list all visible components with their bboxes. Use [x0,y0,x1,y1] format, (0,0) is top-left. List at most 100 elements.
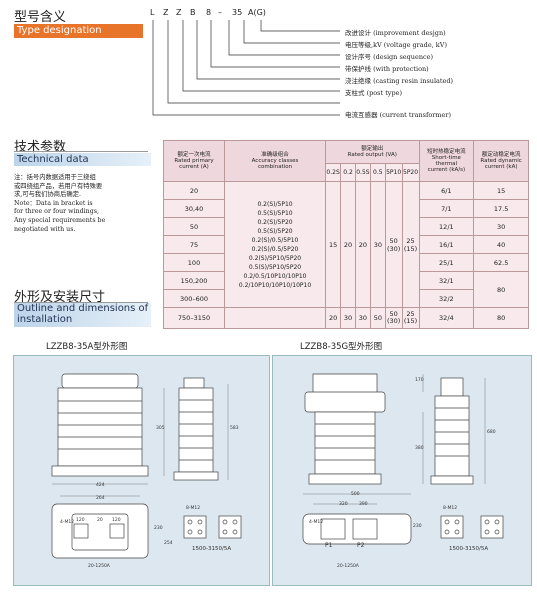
note-zh-2: 或四绕组产品，若用户有特殊要 [14,182,103,190]
right-dim-height-a: 170 [415,378,424,383]
right-outline-drawing [302,373,504,545]
thermal-value: 6/1 [418,181,475,200]
left-dim-height-b: 583 [230,426,239,431]
right-dim-width-b: 320 [339,502,348,507]
meaning-voltage: 电压等级,kV (voltage grade, kV) [345,41,447,49]
output-value: 30 [340,307,356,329]
output-value: 20 [325,307,342,329]
output-class: 5P10 [384,163,403,182]
output-value: 25 (15) [401,307,420,329]
primary-current: 750–3150 [162,307,226,329]
right-range-low: 20-1250A [337,564,359,569]
code-z2: Z [176,8,182,17]
model-title-zh: 型号含义 [14,10,67,25]
spec-table: 额定一次电流 Rated primary current (A) 准确级组合 A… [162,140,529,329]
meaning-post: 支柱式 (post type) [345,89,403,97]
right-figure-panel: 500 320 390 170 380 680 230 P1 P2 4-M12 … [272,355,532,586]
code-b: B [190,8,196,17]
right-dim-width-a: 500 [351,492,360,497]
output-value: 30 [369,181,386,308]
tech-title-en: Technical data [14,153,151,166]
output-value: 50 (30) [384,181,403,308]
meaning-ct: 电流互感器 (current transformer) [345,111,452,119]
model-leader-lines [152,20,340,116]
hdr-dynamic: 额定动稳定电流 Rated dynamic current (kA) [473,140,529,182]
right-dim-height-c: 680 [487,430,496,435]
code-35: 35 [232,8,243,17]
meaning-protection: 带保护线 (with protection) [345,65,429,73]
dynamic-value: 80 [473,271,529,308]
output-value: 20 [340,181,356,308]
left-dim-p1: 120 [76,518,85,523]
code-z1: Z [163,8,169,17]
primary-current: 75 [162,235,226,254]
output-value: 50 (30) [384,307,403,329]
primary-current: 20 [162,181,226,200]
dynamic-value: 15 [473,181,529,200]
note-en-3: Any special requirements be [14,216,106,224]
note-en-4: negotiated with us. [14,225,76,233]
left-dim-nut: 8-M12 [186,506,201,511]
left-outline-drawing [51,373,242,559]
right-dim-width-c: 390 [359,502,368,507]
code-dash: – [218,8,222,17]
output-value: 25 (15) [401,181,420,308]
accuracy-combos: 0.2(S)/5P10 0.5(S)/5P10 0.2(S)/5P20 0.5(… [224,181,327,308]
thermal-value: 25/1 [418,253,475,272]
hdr-thermal: 短时热稳定电流 Short-time thermal current (kA/s… [418,140,475,182]
right-dim-nut: 8-M12 [443,506,458,511]
thermal-value: 32/4 [418,307,475,329]
model-title-en: Type designation [14,24,143,38]
outline-divider [14,302,148,303]
note-zh-3: 求,可与我们协商后确定. [14,191,81,199]
left-dim-p2: 20 [97,518,103,523]
accuracy-empty [224,307,327,329]
code-ag: A(G) [248,8,266,17]
left-dim-width-b: 264 [96,496,105,501]
note-en-1: Note：Data in bracket is [14,199,93,207]
primary-current: 30,40 [162,199,226,218]
outline-title-zh: 外形及安装尺寸 [14,290,106,305]
right-dim-height-b: 380 [415,446,424,451]
primary-current: 100 [162,253,226,272]
meaning-design-seq: 设计序号 (design sequence) [345,53,434,61]
thermal-value: 16/1 [418,235,475,254]
output-class: 5P20 [401,163,420,182]
tech-divider [14,151,148,152]
output-class: 0.2 [340,163,356,182]
left-dim-side: 230 [154,526,163,531]
right-p2-label: P2 [357,542,365,549]
output-value: 15 [325,181,342,308]
left-dim-p3: 120 [112,518,121,523]
hdr-accuracy: 准确级组合 Accuracy classes combination [224,140,327,182]
thermal-value: 12/1 [418,217,475,236]
left-dim-height-a: 305 [156,426,165,431]
model-code: L Z Z B 8 – 35 A(G) [150,8,270,20]
hdr-primary-current: 额定一次电流 Rated primary current (A) [162,140,226,182]
thermal-value: 7/1 [418,199,475,218]
output-value: 50 [369,307,386,329]
dynamic-value: 80 [473,307,529,329]
left-dim-hole: 4-M12 [60,520,75,525]
code-l: L [150,8,155,17]
right-figure-caption: LZZB8-35G型外形图 [300,342,383,352]
dynamic-value: 62.5 [473,253,529,272]
left-figure-panel: 424 264 305 583 230 254 4-M12 120 20 120… [13,355,270,586]
left-range-high: 1500-3150/5A [192,546,232,552]
outline-title-en: Outline and dimensions of installation [14,303,151,327]
right-dim-side: 230 [413,524,422,529]
output-class: 0.5 [369,163,386,182]
meaning-casting: 浇注绝缘 (casting resin insulated) [345,77,454,85]
thermal-value: 32/1 [418,271,475,290]
output-class: 0.2S [325,163,342,182]
primary-current: 300–600 [162,289,226,308]
hdr-output: 额定输出 Rated output (VA) [325,140,420,164]
meaning-improvement: 改进设计 (improvement desjgn) [345,29,446,37]
output-value: 30 [354,307,371,329]
left-figure-caption: LZZB8-35A型外形图 [46,342,128,352]
primary-current: 150,200 [162,271,226,290]
left-range-low: 20-1250A [88,564,110,569]
right-range-high: 1500-3150/5A [449,546,489,552]
output-class: 0.5S [354,163,371,182]
left-dim-base: 254 [164,541,173,546]
